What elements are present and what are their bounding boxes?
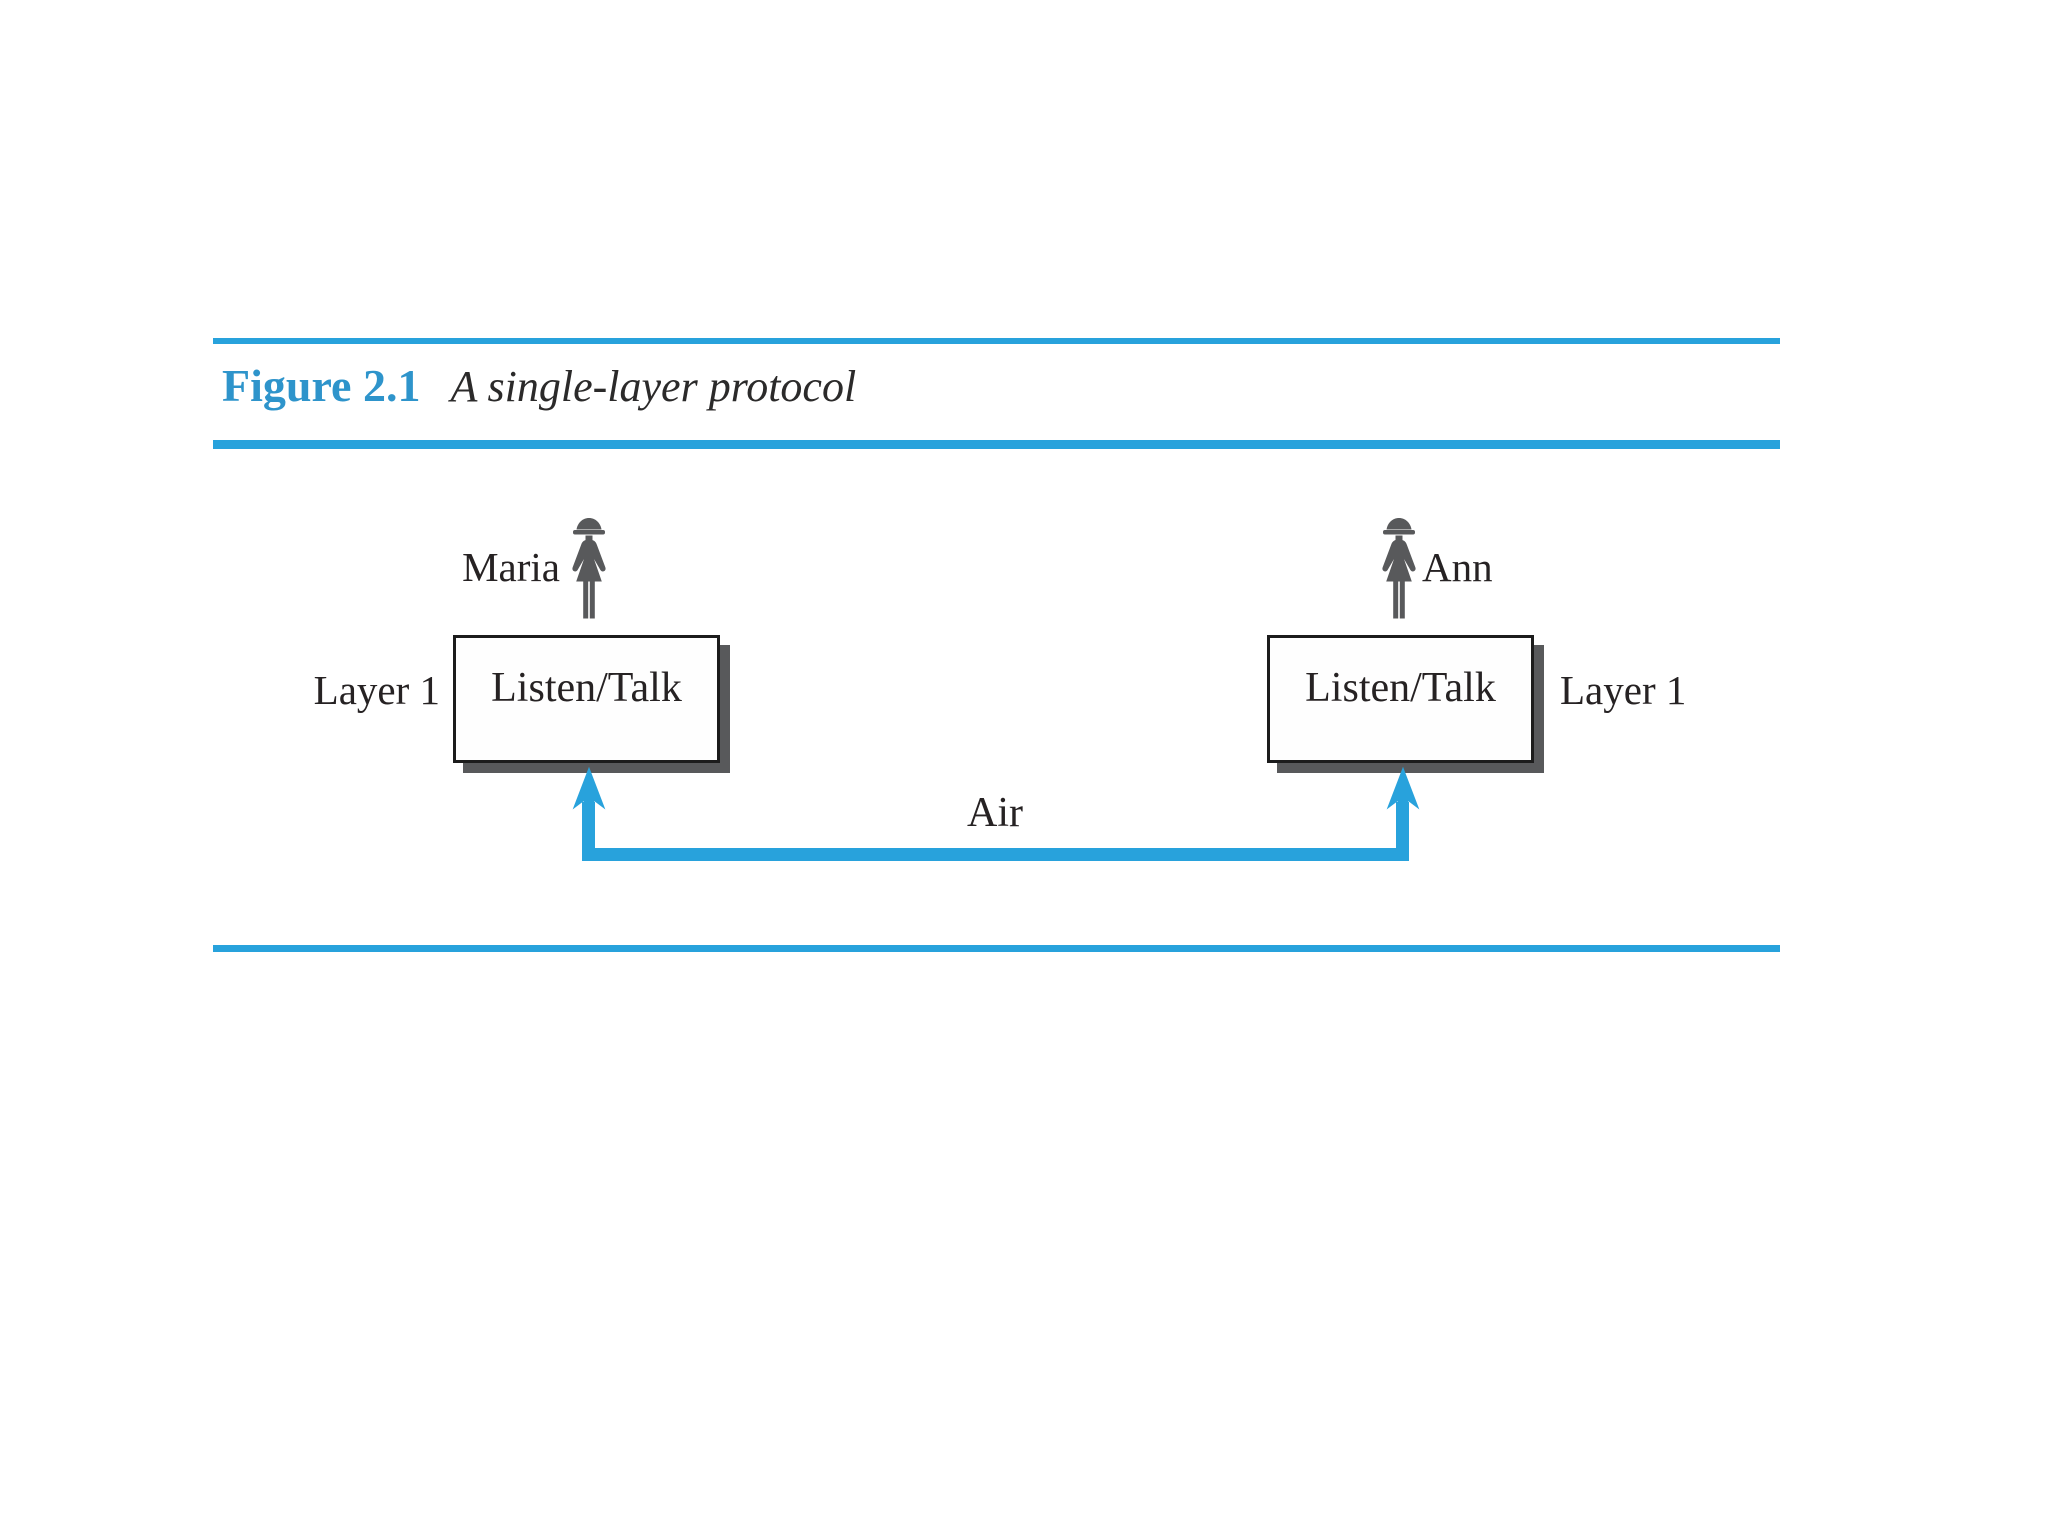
woman-icon xyxy=(566,517,612,621)
figure-top-rule xyxy=(213,338,1780,344)
person-name-ann: Ann xyxy=(1422,544,1493,590)
figure-caption: Figure 2.1 A single-layer protocol xyxy=(222,360,856,413)
layer-label-right: Layer 1 xyxy=(1560,667,1687,713)
protocol-box-right: Listen/Talk xyxy=(1267,635,1534,763)
woman-icon xyxy=(1376,517,1422,621)
figure-title: A single-layer protocol xyxy=(450,362,857,411)
person-name-maria: Maria xyxy=(462,544,560,590)
connector-shaft-right xyxy=(1396,802,1409,861)
connector-shaft-left xyxy=(582,802,595,861)
arrow-up-icon xyxy=(570,766,608,814)
protocol-box-left-label: Listen/Talk xyxy=(491,665,682,711)
figure-bottom-rule xyxy=(213,945,1780,952)
layer-label-left: Layer 1 xyxy=(313,667,440,713)
protocol-box-left: Listen/Talk xyxy=(453,635,720,763)
connector-air-bar xyxy=(582,848,1409,861)
figure-caption-rule xyxy=(213,440,1780,449)
protocol-box-right-label: Listen/Talk xyxy=(1305,665,1496,711)
medium-label-air: Air xyxy=(967,790,1023,836)
figure-number: Figure 2.1 xyxy=(222,360,421,411)
arrow-up-icon xyxy=(1384,766,1422,814)
